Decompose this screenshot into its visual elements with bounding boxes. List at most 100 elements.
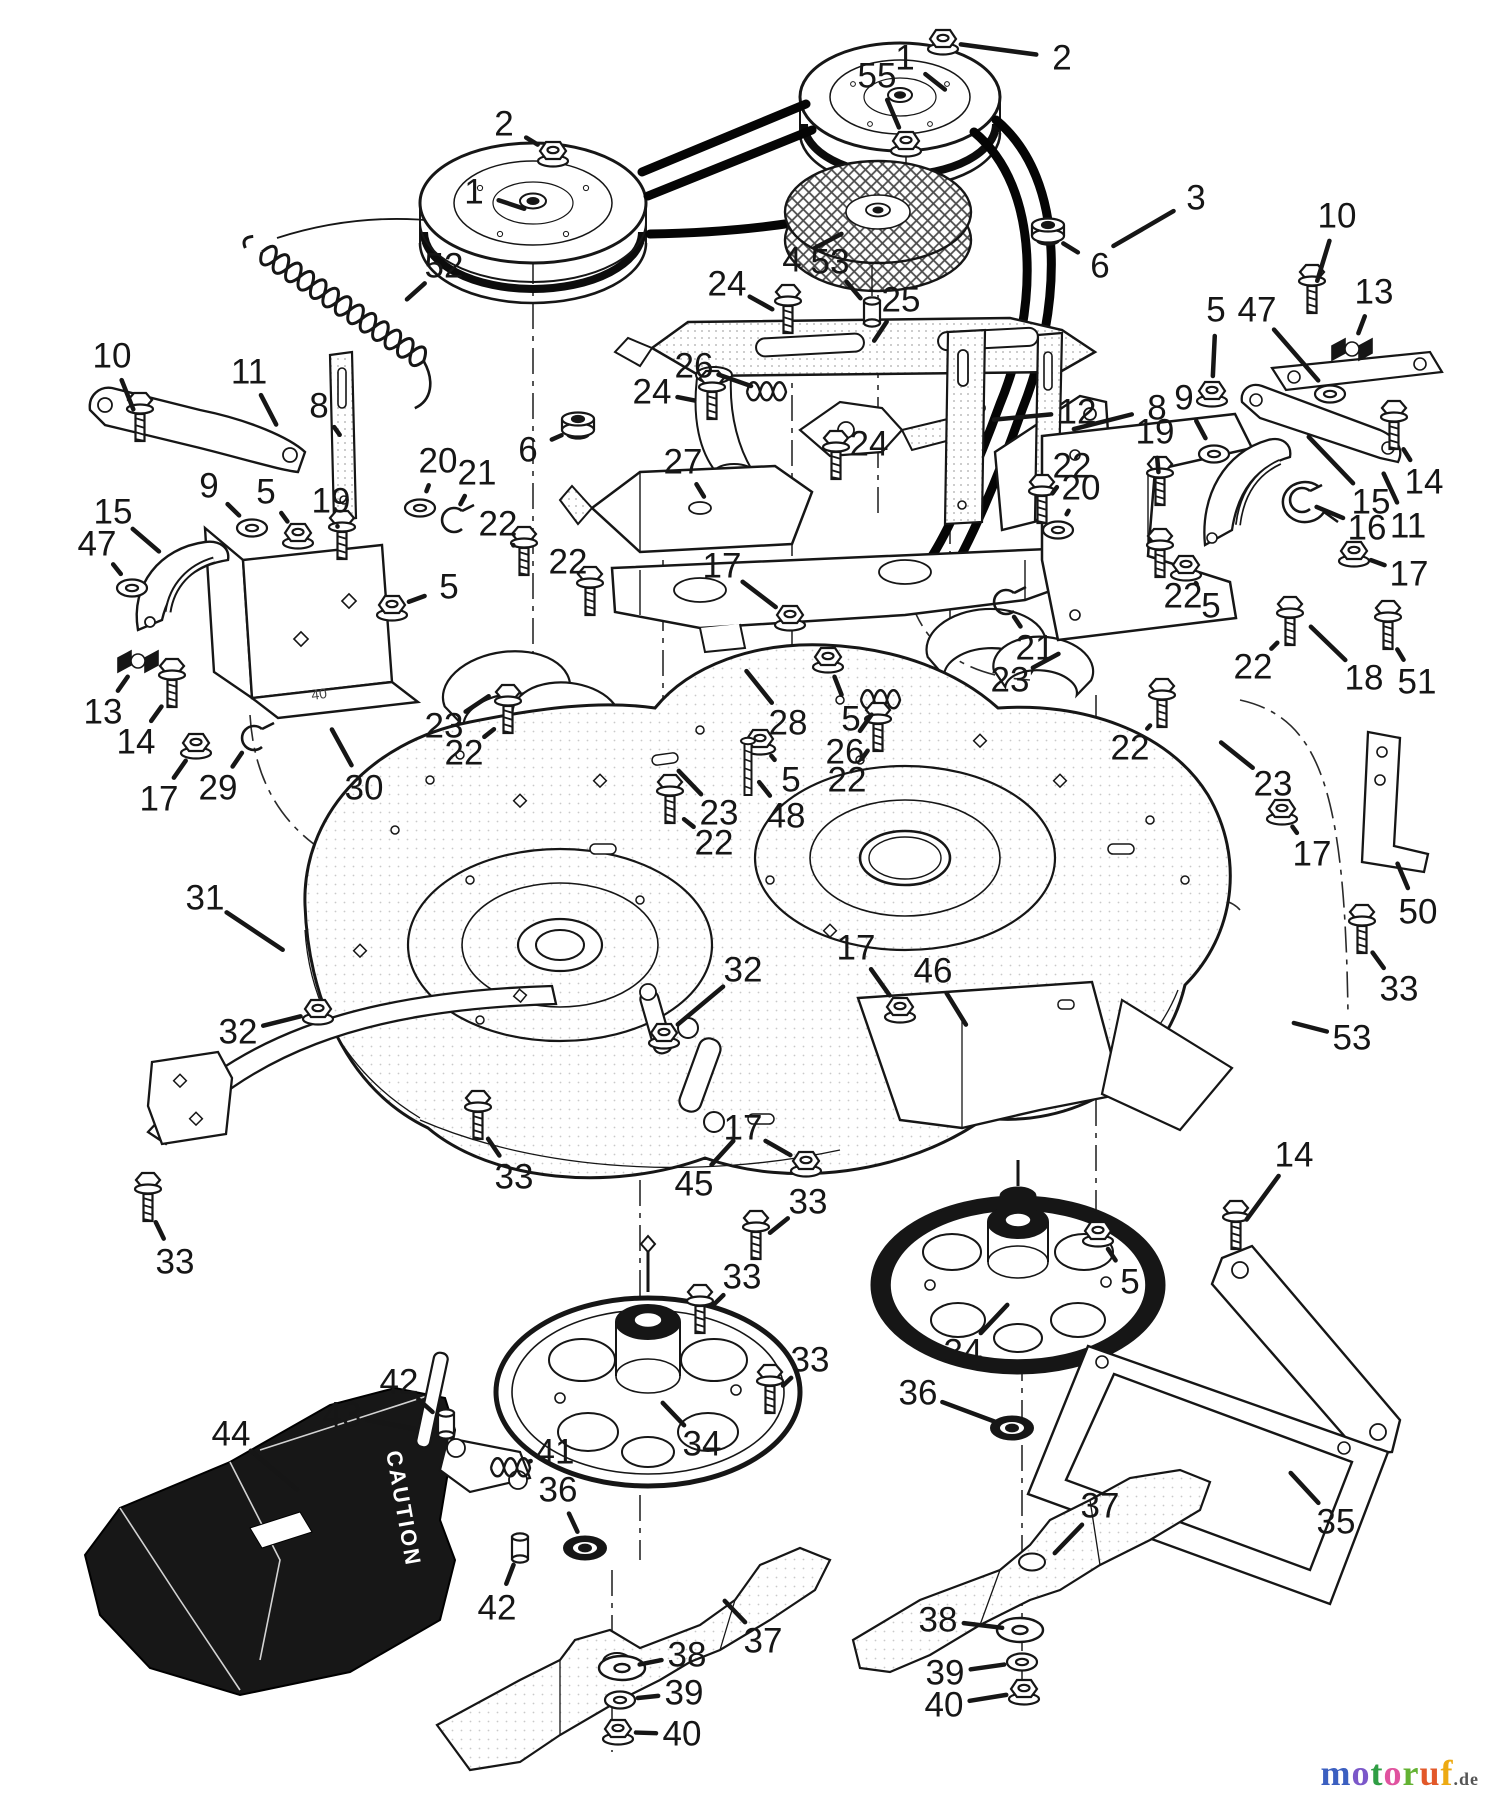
callout-leader	[1269, 640, 1280, 651]
callout-leader	[504, 1562, 516, 1586]
callout-leader	[884, 97, 902, 130]
callout-leader	[1271, 327, 1321, 383]
callout-leader	[716, 372, 754, 389]
callout-leader	[675, 984, 726, 1027]
watermark-letter: o	[1351, 1753, 1371, 1793]
callout-leader	[329, 727, 354, 768]
callout-leader	[485, 1136, 502, 1158]
watermark-letter: m	[1320, 1753, 1352, 1793]
front-trail-shield	[146, 984, 558, 1146]
callout-leader	[1244, 1173, 1281, 1222]
callout-leader	[763, 1138, 793, 1158]
callout-leader	[279, 510, 290, 524]
callout-leader	[523, 135, 540, 147]
callout-leader	[722, 1598, 748, 1625]
callout-leader	[968, 1662, 1007, 1672]
callout-leader	[675, 394, 697, 403]
deck-stop-bracket	[1360, 730, 1430, 874]
callout-leader	[1288, 1470, 1321, 1506]
callout-leader	[744, 668, 775, 705]
callout-leader	[1306, 434, 1356, 486]
watermark-letter: r	[1402, 1753, 1420, 1793]
watermark: motoruf.de	[1320, 1752, 1479, 1794]
right-lift-linkage	[1033, 331, 1444, 642]
spindle-assembly-left	[493, 1234, 803, 1489]
callout-leader	[709, 1138, 736, 1168]
callout-leader	[230, 750, 245, 769]
callout-leader	[171, 758, 188, 780]
callout-leader	[660, 1400, 687, 1428]
callout-leader	[1145, 723, 1153, 731]
callout-leader	[115, 674, 130, 693]
callout-leader	[1314, 504, 1346, 521]
callout-leader	[1395, 647, 1406, 662]
callout-leader	[248, 1448, 300, 1492]
watermark-suffix: .de	[1453, 1769, 1479, 1789]
callout-leader	[832, 674, 844, 698]
callout-leader	[1154, 455, 1161, 475]
callout-leader	[1011, 614, 1023, 629]
callout-leader	[458, 493, 468, 507]
discharge-chute: CAUTION	[83, 1386, 457, 1697]
callout-leader	[961, 1620, 1005, 1631]
left-lift-linkage	[88, 350, 358, 632]
callout-leader	[756, 779, 773, 798]
callout-leader	[747, 294, 775, 312]
height-adjust-bracket: 40	[203, 525, 422, 720]
callout-leader	[958, 42, 1039, 57]
callout-leader	[694, 481, 707, 499]
clutch-arm	[798, 400, 960, 458]
callout-leader	[676, 768, 704, 797]
callout-leader	[637, 1657, 664, 1667]
callout-leader	[258, 392, 279, 427]
idler-pulley	[783, 159, 973, 296]
callout-leader	[1050, 484, 1060, 496]
bracket-stamp-text: 40	[310, 685, 328, 703]
callout-leader	[416, 1397, 435, 1415]
callout-leader	[130, 526, 162, 554]
callout-leader	[769, 753, 777, 763]
callout-leader	[1401, 447, 1413, 463]
callout-leader	[365, 1417, 419, 1432]
callout-leader	[1061, 241, 1081, 255]
callout-leader	[496, 197, 527, 211]
callout-leader	[767, 1216, 791, 1235]
callout-leader	[1356, 314, 1368, 336]
callout-leader	[1290, 824, 1300, 836]
belt-cover-plate	[856, 980, 1234, 1132]
callout-leader	[940, 1399, 998, 1424]
callout-leader	[710, 1292, 726, 1308]
callout-leader	[1194, 418, 1208, 441]
mulch-guards	[441, 607, 1095, 750]
callout-leader	[1308, 624, 1348, 663]
callout-leader	[463, 693, 491, 714]
watermark-letter: u	[1419, 1753, 1441, 1793]
callout-leader	[1193, 580, 1199, 587]
callout-leader	[549, 432, 564, 442]
callout-leader	[424, 483, 431, 494]
callout-leader	[331, 424, 342, 438]
callout-leader	[1381, 471, 1400, 505]
callout-leader	[148, 704, 164, 724]
callout-leader	[1314, 238, 1332, 284]
callout-leader	[1395, 861, 1411, 891]
callout-leader	[868, 966, 892, 998]
callout-leader	[110, 562, 124, 577]
callout-leader	[482, 726, 497, 740]
callout-leader	[225, 501, 242, 518]
callout-leader	[859, 748, 870, 761]
spindle-assembly-right	[870, 1160, 1166, 1375]
callout-leader	[1052, 1522, 1085, 1556]
callout-leader	[967, 1692, 1009, 1704]
callout-leader	[1370, 950, 1386, 971]
callout-leader	[1030, 651, 1061, 670]
callout-leader	[404, 281, 427, 302]
callout-leader	[1368, 557, 1387, 568]
callout-leader	[1111, 208, 1176, 249]
callout-leader	[991, 412, 1054, 422]
callout-leader	[1218, 740, 1255, 771]
callout-leader	[857, 712, 874, 734]
callout-leader	[633, 1730, 659, 1736]
